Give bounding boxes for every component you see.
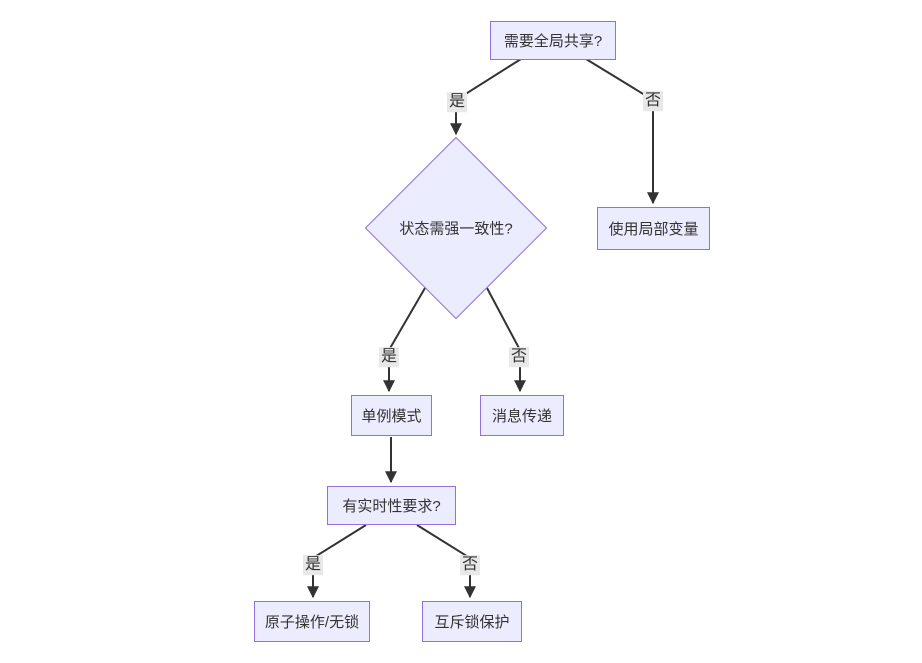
node-need-global-share-label: 需要全局共享? (503, 33, 603, 50)
edge-label-consistency-yes: 是 (378, 347, 400, 367)
node-atomic-lockfree: 原子操作/无锁 (254, 601, 370, 642)
node-mutex-protection-label: 互斥锁保护 (434, 614, 510, 631)
edge-consistency-no-message (486, 287, 526, 393)
node-local-variable: 使用局部变量 (597, 207, 710, 250)
edge-label-realtime-yes: 是 (302, 555, 324, 575)
node-message-passing-label: 消息传递 (491, 408, 552, 425)
node-atomic-lockfree-label: 原子操作/无锁 (264, 614, 360, 631)
edge-share-no-localvar (585, 58, 659, 205)
node-strong-consistency-label: 状态需强一致性? (399, 220, 513, 238)
node-need-global-share: 需要全局共享? (490, 21, 616, 60)
node-realtime-requirement: 有实时性要求? (327, 486, 456, 525)
edge-label-share-yes: 是 (446, 92, 468, 112)
node-realtime-requirement-label: 有实时性要求? (342, 498, 441, 515)
node-singleton-label: 单例模式 (361, 408, 422, 425)
node-local-variable-label: 使用局部变量 (608, 221, 699, 238)
edge-label-consistency-no: 否 (508, 347, 530, 367)
edge-label-realtime-no: 否 (459, 555, 481, 575)
diamond-strong-consistency (364, 136, 548, 320)
node-message-passing: 消息传递 (480, 395, 564, 436)
node-singleton: 单例模式 (351, 395, 432, 436)
edge-label-share-no: 否 (642, 91, 664, 111)
node-mutex-protection: 互斥锁保护 (422, 601, 522, 642)
edge-consistency-yes-singleton (383, 287, 426, 393)
